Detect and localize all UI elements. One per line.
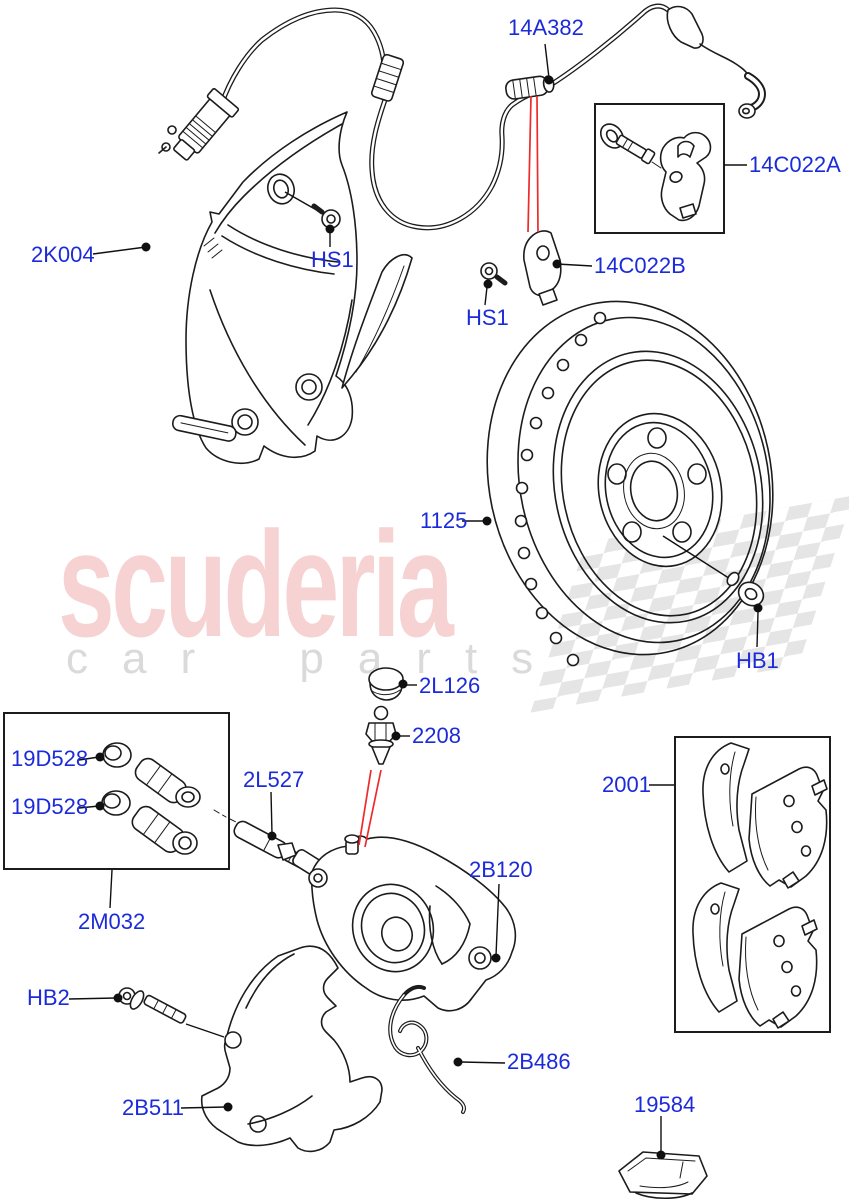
- part-label-hb2[interactable]: HB2: [27, 985, 70, 1010]
- part-label-2m032[interactable]: 2M032: [78, 909, 146, 934]
- sensor-bracket-14c022b-drawing: [523, 230, 562, 306]
- guide-pin-kit-box: [3, 712, 230, 870]
- grease-sachet-drawing: [618, 1151, 708, 1200]
- part-label-2k004[interactable]: 2K004: [31, 242, 95, 267]
- watermark-brand: scuderia: [58, 500, 454, 668]
- caliper-drawing: [277, 834, 517, 1012]
- part-label-14a382[interactable]: 14A382: [508, 15, 584, 40]
- anchor-bolt-hb2-drawing: [118, 987, 225, 1038]
- part-label-hb1[interactable]: HB1: [736, 648, 779, 673]
- bleed-screw-drawing: [365, 705, 397, 765]
- part-label-2l126[interactable]: 2L126: [419, 673, 481, 698]
- caliper-bracket-drawing: [200, 945, 383, 1153]
- pad-spring-drawing: [388, 984, 467, 1114]
- dust-shield-drawing: [171, 111, 413, 464]
- bleed-screw-cap-drawing: [368, 667, 404, 701]
- hub-bolt-hb1-drawing: [662, 535, 765, 607]
- disc-vent-holes: [514, 311, 607, 667]
- abs-sensor-harness-drawing: [158, 3, 767, 231]
- part-label-2b120[interactable]: 2B120: [469, 857, 533, 882]
- part-label-2b486[interactable]: 2B486: [507, 1049, 571, 1074]
- part-label-19d528-upper[interactable]: 19D528: [11, 746, 89, 771]
- part-label-19d528-lower[interactable]: 19D528: [11, 794, 89, 819]
- part-label-2001[interactable]: 2001: [602, 772, 651, 797]
- red-callout-lines: [358, 95, 539, 848]
- part-label-14c022b[interactable]: 14C022B: [594, 253, 686, 278]
- leader-lines: [68, 43, 763, 1160]
- brake-disc-drawing: [486, 300, 774, 667]
- bracket-screw-hs1-lower: [480, 262, 508, 286]
- part-label-2b511[interactable]: 2B511: [122, 1095, 184, 1120]
- inset-box-14c022a: [594, 103, 725, 234]
- part-label-1125[interactable]: 1125: [420, 508, 468, 533]
- part-label-2l527[interactable]: 2L527: [243, 767, 305, 792]
- part-label-hs1-upper[interactable]: HS1: [311, 247, 354, 272]
- brake-pads-box: [674, 736, 831, 1033]
- part-label-19584[interactable]: 19584: [634, 1092, 696, 1117]
- part-label-2208[interactable]: 2208: [412, 723, 461, 748]
- shield-screw-hs1-upper: [284, 191, 341, 229]
- part-label-hs1-lower[interactable]: HS1: [466, 305, 509, 330]
- watermark-tagline: car parts: [66, 634, 568, 683]
- part-label-14c022a[interactable]: 14C022A: [749, 152, 841, 177]
